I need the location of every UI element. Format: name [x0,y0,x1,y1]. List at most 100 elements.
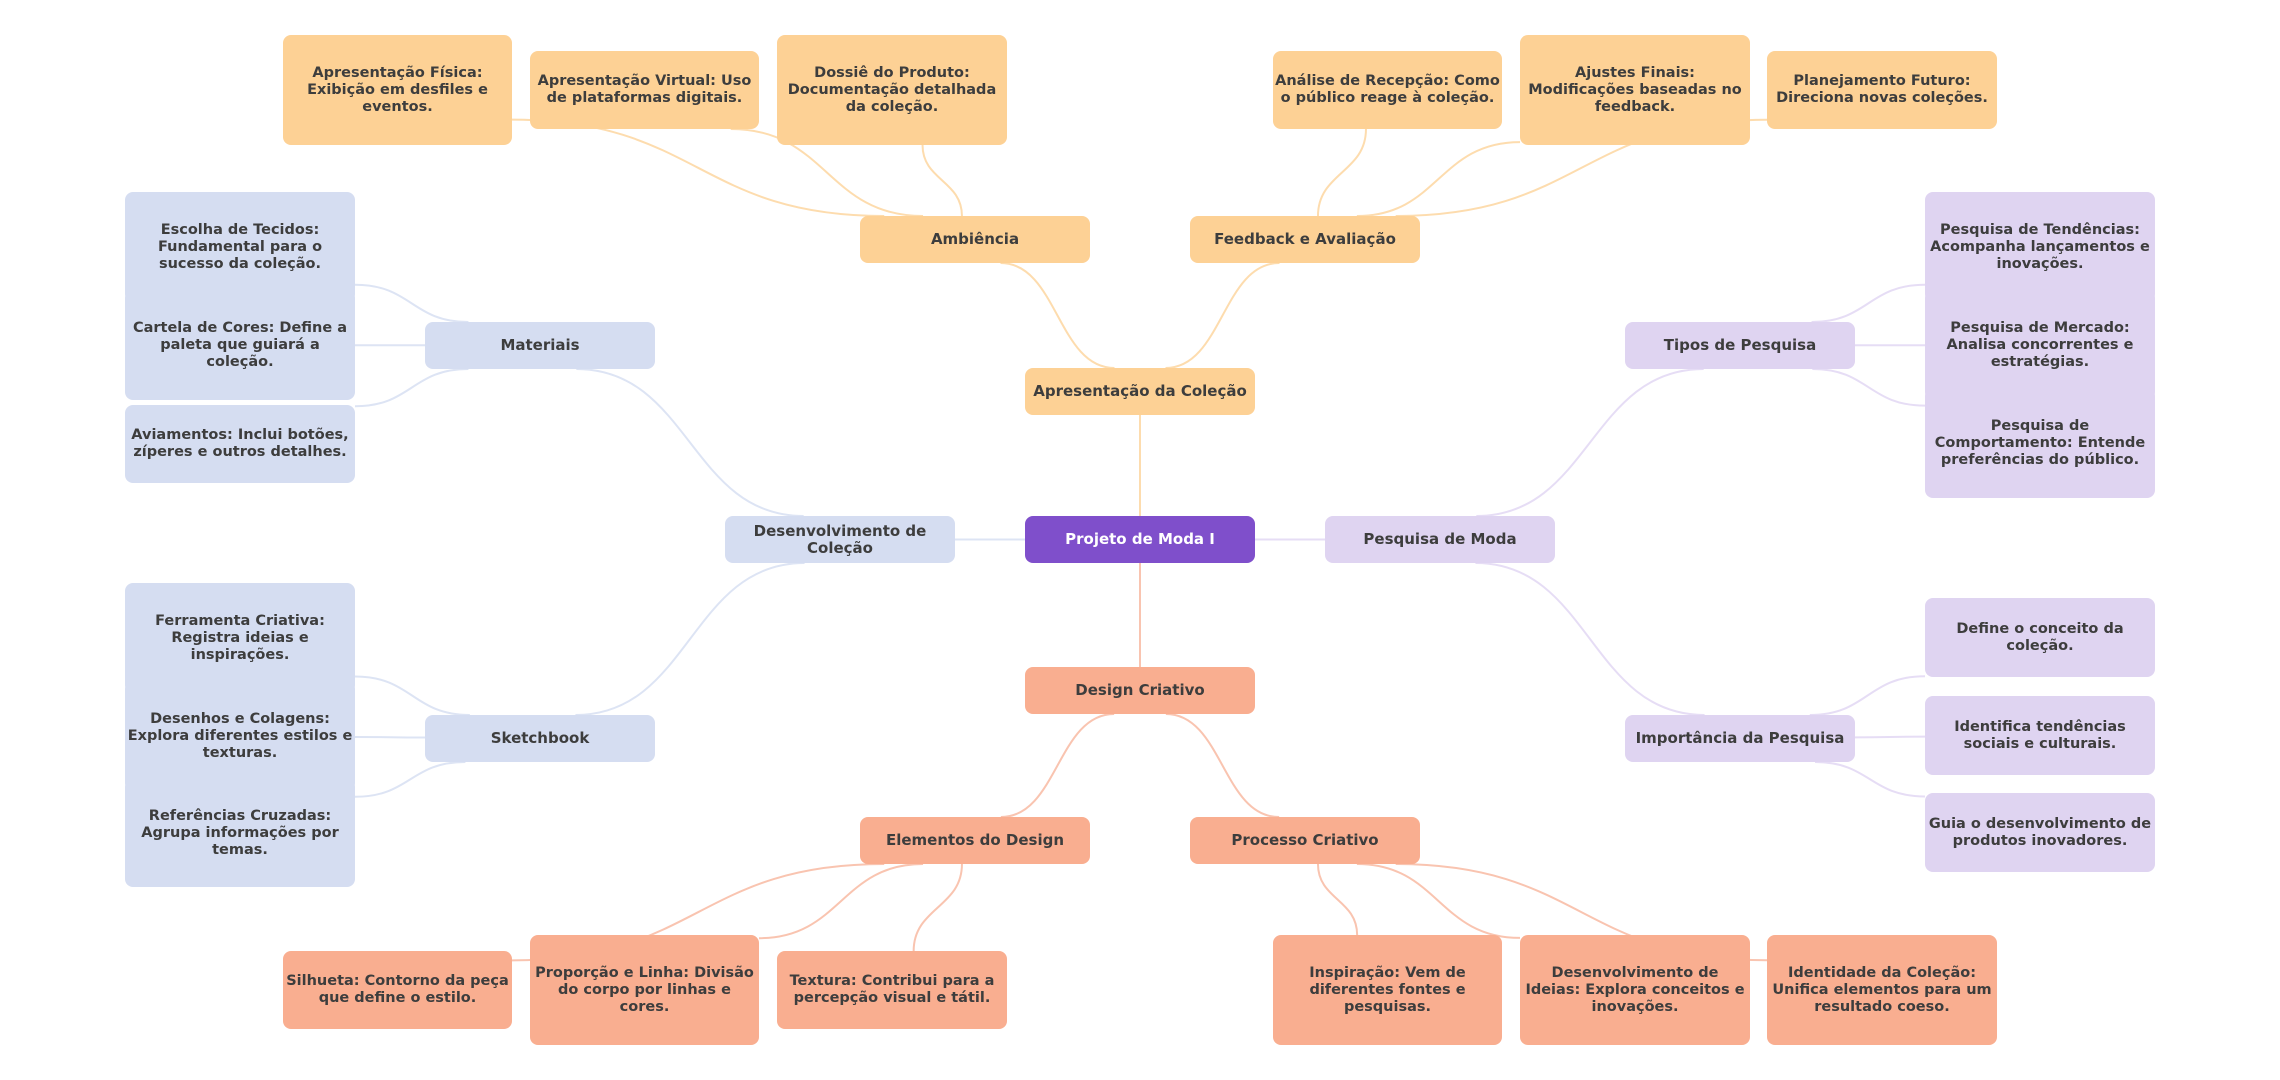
node-label: Design Criativo [1075,681,1205,699]
node-label: Materiais [500,336,580,354]
edge-sketchbook-desenhos [354,735,426,739]
node-label: Análise de Recepção: Como o público reag… [1275,73,1500,106]
leaf-node-inspiracao[interactable]: Inspiração: Vem de diferentes fontes e p… [1273,935,1502,1045]
node-label: Proporção e Linha: Divisão do corpo por … [535,964,754,1015]
edge-materiais-aviamentos [354,368,469,408]
node-label: Ajustes Finais: Modificações baseadas no… [1528,64,1742,115]
edge-elementos-proporcao [758,863,924,940]
edge-sketchbook-referencias [354,761,466,798]
topic-node-feedback[interactable]: Feedback e Avaliação [1190,216,1420,263]
leaf-node-cartela[interactable]: Cartela de Cores: Define a paleta que gu… [125,290,355,400]
leaf-node-desenhos[interactable]: Desenhos e Colagens: Explora diferentes … [125,681,355,791]
edge-processo-inspiracao [1316,863,1359,936]
edge-pesquisa-importancia [1475,562,1705,716]
edge-importancia-define [1809,675,1926,716]
topic-node-tipos[interactable]: Tipos de Pesquisa [1625,322,1855,369]
node-label: Feedback e Avaliação [1214,230,1396,248]
node-label: Escolha de Tecidos: Fundamental para o s… [157,221,323,272]
leaf-node-mercado[interactable]: Pesquisa de Mercado: Analisa concorrente… [1925,290,2155,400]
leaf-node-silhueta[interactable]: Silhueta: Contorno da peça que define o … [283,951,512,1029]
node-label: Pesquisa de Comportamento: Entende prefe… [1934,417,2146,468]
branch-node-apresentacao[interactable]: Apresentação da Coleção [1025,368,1255,415]
node-label: Identifica tendências sociais e culturai… [1954,718,2126,752]
leaf-node-dossie[interactable]: Dossiê do Produto: Documentação detalhad… [777,35,1007,145]
edge-apresentacao-feedback [1165,262,1280,369]
node-label: Desenhos e Colagens: Explora diferentes … [127,710,353,761]
node-label: Sketchbook [490,729,590,747]
leaf-node-ajustes[interactable]: Ajustes Finais: Modificações baseadas no… [1520,35,1750,145]
node-label: Apresentação Virtual: Uso de plataformas… [537,73,752,106]
edge-tipos-tendencias [1811,283,1926,323]
leaf-node-planejamento[interactable]: Planejamento Futuro: Direciona novas col… [1767,51,1997,129]
leaf-node-aviamentos[interactable]: Aviamentos: Inclui botões, zíperes e out… [125,405,355,483]
node-label: Importância da Pesquisa [1635,729,1845,747]
node-label: Cartela de Cores: Define a paleta que gu… [132,319,348,370]
edge-feedback-analise [1316,128,1367,217]
topic-node-materiais[interactable]: Materiais [425,322,655,369]
node-label: Referências Cruzadas: Agrupa informações… [141,807,339,858]
node-label: Tipos de Pesquisa [1663,336,1817,354]
edge-sketchbook-ferramenta [354,675,470,716]
edge-design-elementos [1000,713,1115,818]
leaf-node-identifica[interactable]: Identifica tendências sociais e culturai… [1925,696,2155,775]
edge-ambiencia-apres-virtual [730,128,924,217]
topic-node-importancia[interactable]: Importância da Pesquisa [1625,715,1855,762]
leaf-node-guia[interactable]: Guia o desenvolvimento de produtos inova… [1925,793,2155,872]
node-label: Pesquisa de Mercado: Analisa concorrente… [1946,319,2134,370]
node-label: Silhueta: Contorno da peça que define o … [286,973,509,1006]
leaf-node-define[interactable]: Define o conceito da coleção. [1925,598,2155,677]
topic-node-ambiencia[interactable]: Ambiência [860,216,1090,263]
branch-node-design[interactable]: Design Criativo [1025,667,1255,714]
node-label: Inspiração: Vem de diferentes fontes e p… [1309,964,1466,1015]
node-label: Pesquisa de Moda [1363,530,1517,548]
branch-node-pesquisa[interactable]: Pesquisa de Moda [1325,516,1555,563]
leaf-node-ferramenta[interactable]: Ferramenta Criativa: Registra ideias e i… [125,583,355,693]
edge-design-processo [1165,713,1280,818]
node-label: Apresentação da Coleção [1033,382,1247,400]
node-label: Pesquisa de Tendências: Acompanha lançam… [1930,221,2150,272]
node-label: Dossiê do Produto: Documentação detalhad… [787,64,997,115]
leaf-node-identidade[interactable]: Identidade da Coleção: Unifica elementos… [1767,935,1997,1045]
edge-pesquisa-tipos [1476,368,1704,517]
edge-processo-desenv-ideias [1356,863,1521,939]
edge-elementos-textura [912,863,963,952]
leaf-node-referencias[interactable]: Referências Cruzadas: Agrupa informações… [125,779,355,887]
edge-materiais-tecidos [354,283,469,323]
node-label: Guia o desenvolvimento de produtos inova… [1928,815,2152,849]
edge-feedback-ajustes [1356,141,1521,217]
leaf-node-proporcao[interactable]: Proporção e Linha: Divisão do corpo por … [530,935,759,1045]
node-label: Ambiência [930,230,1020,248]
leaf-node-apres-virtual[interactable]: Apresentação Virtual: Uso de plataformas… [530,51,759,129]
edge-desenvolvimento-sketchbook [575,562,805,716]
branch-node-desenvolvimento[interactable]: Desenvolvimento de Coleção [725,516,955,563]
edge-importancia-identifica [1854,735,1926,739]
node-label: Ferramenta Criativa: Registra ideias e i… [155,612,325,663]
node-label: Desenvolvimento de Coleção [753,521,927,557]
node-label: Elementos do Design [885,831,1065,849]
edge-desenvolvimento-materiais [576,368,804,517]
leaf-node-tecidos[interactable]: Escolha de Tecidos: Fundamental para o s… [125,192,355,302]
leaf-node-comportamento[interactable]: Pesquisa de Comportamento: Entende prefe… [1925,388,2155,498]
edge-apresentacao-ambiencia [1000,262,1115,369]
topic-node-sketchbook[interactable]: Sketchbook [425,715,655,762]
node-label: Processo Criativo [1231,831,1379,849]
leaf-node-textura[interactable]: Textura: Contribui para a percepção visu… [777,951,1007,1029]
node-label: Desenvolvimento de Ideias: Explora conce… [1525,964,1745,1015]
node-label: Planejamento Futuro: Direciona novas col… [1776,73,1988,106]
topic-node-elementos[interactable]: Elementos do Design [860,817,1090,864]
edge-tipos-comportamento [1812,368,1926,407]
leaf-node-tendencias[interactable]: Pesquisa de Tendências: Acompanha lançam… [1925,192,2155,302]
node-label: Textura: Contribui para a percepção visu… [789,973,995,1006]
topic-node-processo[interactable]: Processo Criativo [1190,817,1420,864]
leaf-node-analise[interactable]: Análise de Recepção: Como o público reag… [1273,51,1502,129]
node-label: Define o conceito da coleção. [1956,620,2124,654]
leaf-node-apres-fisica[interactable]: Apresentação Física: Exibição em desfile… [283,35,512,145]
edge-ambiencia-dossie [921,144,963,217]
node-label: Projeto de Moda I [1065,530,1215,548]
node-label: Aviamentos: Inclui botões, zíperes e out… [131,427,349,460]
leaf-node-desenv-ideias[interactable]: Desenvolvimento de Ideias: Explora conce… [1520,935,1750,1045]
edge-importancia-guia [1814,761,1926,798]
root-node[interactable]: Projeto de Moda I [1025,516,1255,563]
node-label: Apresentação Física: Exibição em desfile… [307,64,488,115]
